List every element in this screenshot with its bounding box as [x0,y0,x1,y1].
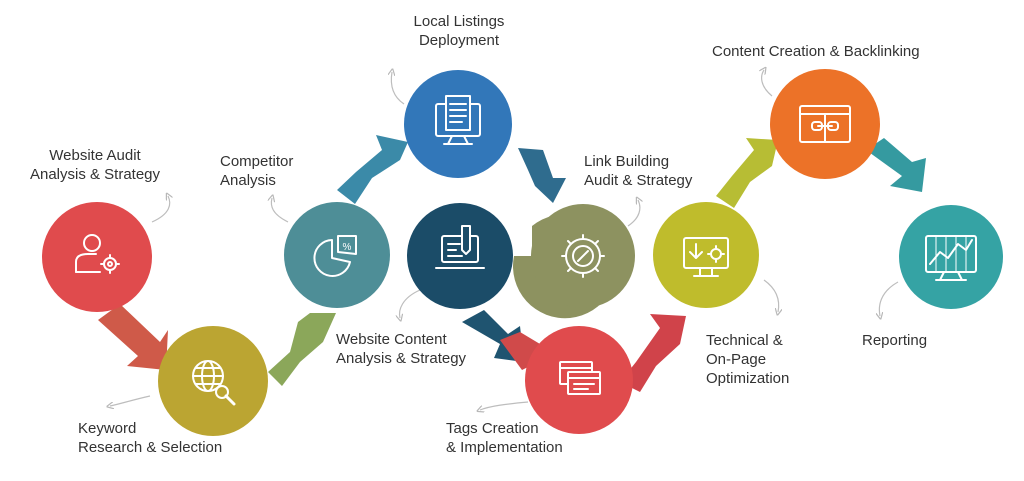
step-3-circle [284,202,390,308]
pointer-7 [627,200,640,227]
user-gear-icon [75,234,120,274]
step-1-label: Website Audit Analysis & Strategy [29,147,161,183]
step-6-label: Tags Creation & Implementation [446,420,563,456]
arrow-6-8 [620,314,686,392]
arrow-3-4 [337,135,408,204]
arrow-2-3 [268,313,336,386]
step-8-circle [653,202,759,308]
arrow-8-9 [716,138,778,208]
globe-search-icon [192,360,236,406]
label-pointers [110,70,899,410]
monitor-list-icon [435,95,481,145]
arrow-6-6b [500,332,552,370]
step-8-label: Technical & On-Page Optimization [706,332,790,387]
pointer-4 [391,72,405,105]
line-chart-icon [925,235,977,281]
svg-text:%: % [343,242,352,253]
step-10-circle [899,205,1003,309]
step-1-circle [42,202,152,312]
gear-link-icon [561,234,605,278]
screen-gear-icon [683,237,729,277]
step-3-label: Competitor Analysis [220,153,294,189]
pointer-3 [271,198,289,223]
pointer-6 [480,401,529,410]
step-4-label: Local Listings Deployment [413,13,505,49]
pointer-8 [763,279,779,312]
arrow-1-2 [98,304,168,370]
pointer-1 [151,196,170,223]
laptop-pencil-icon [435,225,485,269]
browser-link-icon [799,105,851,143]
arrow-4-7 [518,148,566,203]
step-7-label: Link Building Audit & Strategy [584,153,693,189]
step-5-label: Website Content Analysis & Strategy [336,331,467,367]
step-10-label: Reporting [862,332,928,349]
pointer-10 [879,281,899,316]
step-circles [42,69,1003,436]
pointer-9 [762,70,773,97]
step-2-label: Keyword Research & Selection [78,420,223,456]
pointer-2 [110,395,151,406]
browser-windows-icon [559,361,601,395]
pointer-5 [400,289,421,318]
pie-chart-icon: % [313,235,357,277]
connector-arrows [98,135,926,392]
step-9-label: Content Creation & Backlinking [712,43,920,60]
arrow-9-10 [866,138,926,192]
